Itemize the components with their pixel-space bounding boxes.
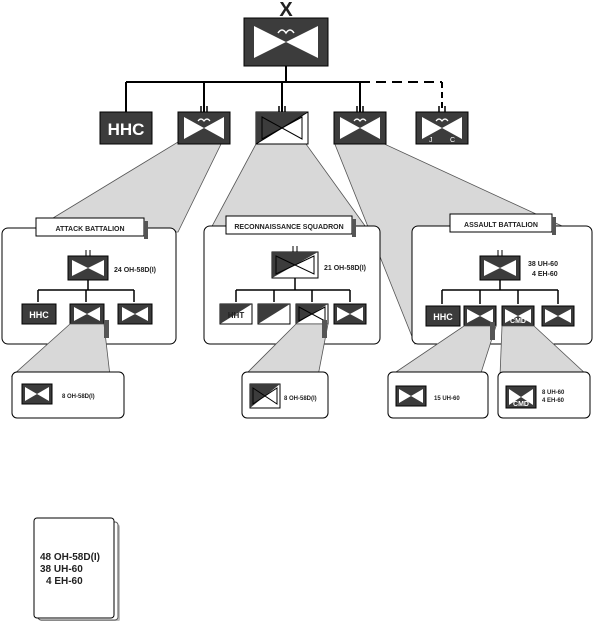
- attack-strength: 24 OH-58D(I): [114, 267, 156, 274]
- echelon-marker: X: [279, 0, 293, 21]
- assault-cmd-strength-eh: 4 EH-60: [542, 398, 565, 404]
- recon-hht-box: HHT: [219, 303, 253, 325]
- assault-hq-symbol: [479, 250, 521, 281]
- assault-connectors: [441, 280, 559, 304]
- attack-company-detail-symbol: [21, 383, 53, 405]
- brigade-hhc-label: HHC: [108, 120, 145, 139]
- attack-connectors: [37, 280, 135, 302]
- summary-line-2: 38 UH-60: [40, 564, 83, 575]
- recon-title-box: RECONNAISSANCE SQUADRON: [225, 215, 356, 237]
- assault-strength-eh: 4 EH-60: [532, 271, 558, 278]
- recon-panel: [203, 225, 381, 345]
- attack-support-symbol: [117, 303, 153, 325]
- attack-company-symbol: [69, 303, 105, 325]
- recon-troop-symbol: [295, 303, 329, 325]
- recon-troop-strength: 8 OH-58D(I): [284, 396, 317, 402]
- summary-line-3: 4 EH-60: [46, 576, 83, 587]
- assault-support-symbol: [541, 305, 575, 327]
- brigade-symbol: [243, 17, 329, 67]
- svg-text:C: C: [450, 137, 455, 144]
- svg-text:J: J: [429, 137, 433, 144]
- attack-company-strength: 8 OH-58D(I): [62, 394, 95, 400]
- assault-company-strength: 15 UH-60: [434, 396, 460, 402]
- recon-connectors: [235, 278, 351, 302]
- assault-battalion-symbol: [333, 106, 387, 145]
- summary-card: 48 OH-58D(I) 38 UH-60 4 EH-60: [33, 517, 120, 621]
- recon-troop-detail-symbol: [249, 383, 281, 409]
- attack-hhc-box: [21, 303, 57, 325]
- attack-title: ATTACK BATTALION: [55, 226, 124, 233]
- brigade-connectors: [125, 66, 443, 112]
- attack-battalion-symbol: [177, 106, 231, 145]
- assault-cmd-detail-symbol: CMD: [505, 385, 537, 409]
- brigade-hhc-box: HHC: [99, 111, 153, 145]
- assault-title: ASSAULT BATTALION: [464, 222, 538, 229]
- recon-strength: 21 OH-58D(I): [324, 265, 366, 272]
- attack-title-box: ATTACK BATTALION: [35, 217, 148, 239]
- recon-hht-label: HHT: [228, 311, 245, 320]
- summary-line-1: 48 OH-58D(I): [40, 552, 100, 563]
- recon-squadron-symbol: [255, 106, 309, 145]
- assault-company-symbol: [463, 305, 497, 327]
- recon-maint-symbol: [333, 303, 367, 325]
- assault-cmd-strength-uh: 8 UH-60: [542, 390, 565, 396]
- attached-battalion-symbol: J C: [415, 106, 469, 145]
- assault-cmd-detail-label: CMD: [513, 401, 529, 408]
- attack-hq-symbol: [67, 250, 109, 281]
- assault-hhc-label: HHC: [433, 312, 453, 322]
- recon-title: RECONNAISSANCE SQUADRON: [234, 224, 343, 231]
- recon-hq-symbol: [271, 246, 319, 279]
- assault-company-detail-symbol: [395, 385, 427, 407]
- assault-strength-uh: 38 UH-60: [528, 261, 558, 268]
- recon-support-box: [257, 303, 291, 325]
- assault-hhc-box: [425, 305, 461, 327]
- attack-hhc-label: HHC: [29, 310, 49, 320]
- assault-cmd-label: CMD: [510, 318, 526, 325]
- assault-title-box: ASSAULT BATTALION: [449, 213, 556, 235]
- assault-cmd-box: CMD: [501, 305, 535, 327]
